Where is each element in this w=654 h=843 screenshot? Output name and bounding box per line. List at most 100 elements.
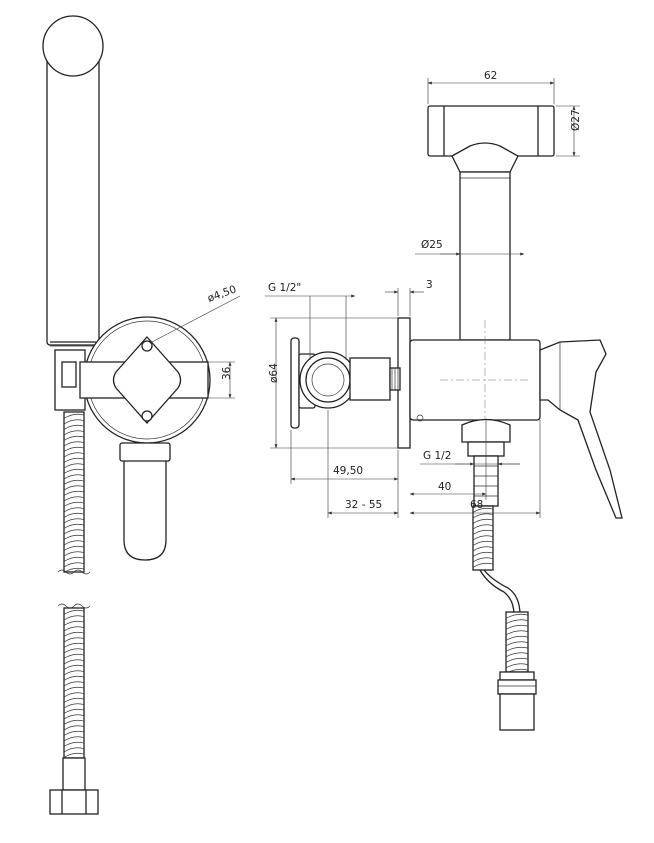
hose-coil	[505, 624, 529, 630]
hose-coil	[63, 419, 85, 425]
left-view-shower-head	[42, 15, 104, 347]
dim-body-length: 68	[409, 420, 541, 518]
hose-coil	[63, 479, 85, 485]
right-view-hose	[472, 505, 537, 731]
dim-label-62: 62	[484, 70, 497, 82]
dim-label-32-55: 32 - 55	[345, 499, 382, 511]
right-view-valve-section	[290, 337, 401, 429]
hose-coil	[505, 619, 529, 625]
hose-coil	[63, 642, 85, 648]
left-view-hose-upper	[57, 411, 91, 575]
hose-coil	[63, 507, 85, 513]
hose-coil	[63, 730, 85, 736]
hose-coil	[63, 534, 85, 540]
hose-coil	[63, 736, 85, 742]
hose-coil	[63, 725, 85, 731]
hose-coil	[63, 708, 85, 714]
hose-coil	[472, 535, 494, 541]
hose-coil	[63, 620, 85, 626]
dim-head-width: 62	[427, 70, 555, 104]
dim-thread-top: G 1/2"	[265, 282, 356, 360]
hose-coil	[505, 635, 529, 641]
hose-coil	[63, 545, 85, 551]
hose-coil	[63, 648, 85, 654]
hose-coil	[472, 529, 494, 535]
hose-coil	[63, 631, 85, 637]
hose-coil	[63, 615, 85, 621]
dim-depth-4950: 49,50	[290, 430, 399, 484]
hose-coil	[63, 670, 85, 676]
hose-coil	[63, 653, 85, 659]
hose-coil	[63, 637, 85, 643]
hose-coil	[63, 562, 85, 568]
hose-coil	[63, 626, 85, 632]
dim-thread-outlet: G 1/2	[420, 450, 520, 466]
hose-coil	[63, 697, 85, 703]
hose-coil	[63, 675, 85, 681]
hose-coil	[472, 524, 494, 530]
hose-coil	[63, 463, 85, 469]
dim-depth-range: 32 - 55	[327, 410, 399, 518]
hose-coil	[505, 663, 529, 669]
hose-coil	[63, 714, 85, 720]
dim-plate-thickness: 3	[385, 279, 433, 316]
left-view-hose-lower	[49, 603, 99, 815]
hose-coil	[63, 435, 85, 441]
dim-label-36: 36	[221, 366, 233, 380]
hose-coil	[63, 664, 85, 670]
dim-label-g12: G 1/2	[423, 450, 451, 462]
hose-coil	[63, 551, 85, 557]
hose-coil	[505, 630, 529, 636]
hose-coil	[63, 747, 85, 753]
hose-coil	[63, 490, 85, 496]
dim-plate-diameter: ø64	[268, 317, 398, 449]
hose-coil	[63, 441, 85, 447]
right-view-sprayer-head	[427, 105, 555, 341]
dim-head-diameter: Ø27	[556, 105, 582, 157]
hose-coil	[63, 686, 85, 692]
hose-coil	[63, 681, 85, 687]
hose-coil	[63, 446, 85, 452]
hose-coil	[63, 523, 85, 529]
hose-coil	[472, 507, 494, 513]
hose-coil	[63, 457, 85, 463]
hose-coil	[63, 430, 85, 436]
hose-coil	[63, 752, 85, 758]
hose-coil	[63, 719, 85, 725]
dim-band-height: 36	[208, 361, 235, 399]
hose-coil	[472, 551, 494, 557]
hose-coil	[63, 501, 85, 507]
hose-coil	[472, 546, 494, 552]
hose-coil	[63, 540, 85, 546]
dim-label-g12-inch: G 1/2"	[268, 282, 301, 294]
hose-coil	[63, 556, 85, 562]
hose-coil	[63, 703, 85, 709]
dim-label-3: 3	[426, 279, 433, 291]
dim-label-4-50: ø4,50	[206, 283, 238, 304]
hose-coil	[472, 540, 494, 546]
dim-label-40: 40	[438, 481, 451, 493]
hose-coil	[505, 652, 529, 658]
hose-coil	[472, 518, 494, 524]
hose-coil	[63, 413, 85, 419]
hose-coil	[63, 474, 85, 480]
hose-coil	[505, 613, 529, 619]
hose-coil	[63, 468, 85, 474]
dim-label-49-50: 49,50	[333, 465, 363, 477]
hose-coil	[63, 496, 85, 502]
dim-stem-diameter: Ø25	[415, 239, 525, 256]
hose-coil	[63, 424, 85, 430]
dim-label-27: Ø27	[570, 109, 582, 131]
hose-coil	[63, 512, 85, 518]
hose-coil	[63, 452, 85, 458]
hose-coil	[63, 741, 85, 747]
dim-label-68: 68	[470, 499, 483, 511]
hose-coil	[505, 646, 529, 652]
hose-coil	[472, 557, 494, 563]
hose-coil	[505, 657, 529, 663]
hose-coil	[63, 529, 85, 535]
hose-coil	[63, 485, 85, 491]
hose-coil	[63, 609, 85, 615]
hose-coil	[63, 659, 85, 665]
